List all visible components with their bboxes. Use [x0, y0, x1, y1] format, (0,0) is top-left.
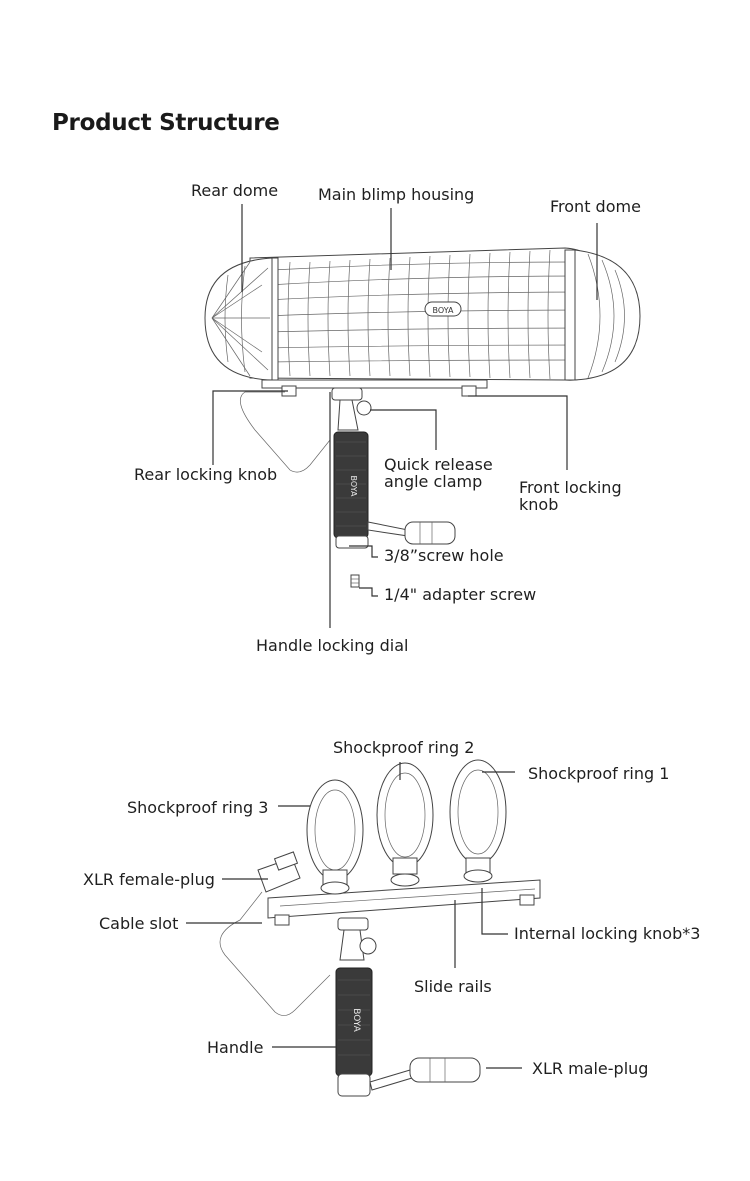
- rear-dome: [204, 257, 273, 381]
- label-rear-dome: Rear dome: [191, 181, 279, 200]
- cable-loop: [239, 391, 331, 473]
- shockproof-ring-1: [449, 759, 507, 883]
- diagram2-leader-lines: [186, 762, 522, 1069]
- xlr-female-plug: [257, 851, 301, 893]
- label-screw-hole: 3/8”screw hole: [384, 546, 504, 565]
- blimp-rail: [261, 379, 488, 389]
- blimp-brand-text: BOYA: [433, 306, 454, 315]
- diagram1-leader-lines: [212, 204, 598, 628]
- page-title: Product Structure: [52, 110, 280, 136]
- label-handle: Handle: [207, 1038, 264, 1057]
- main-blimp-housing: BOYA: [249, 247, 613, 381]
- label-xlr-female-plug: XLR female-plug: [83, 870, 215, 889]
- shockproof-ring-3: [306, 779, 364, 895]
- rail-end-knob-left: [274, 914, 290, 926]
- label-cable-slot: Cable slot: [99, 914, 179, 933]
- handle-assembly: BOYA: [331, 387, 456, 588]
- label-main-blimp-housing: Main blimp housing: [318, 185, 475, 204]
- label-quick-release-line2: angle clamp: [384, 472, 483, 491]
- label-front-locking-line1: Front locking: [519, 478, 622, 497]
- handle2-brand-text: BOYA: [351, 1008, 361, 1032]
- label-rear-locking-knob: Rear locking knob: [134, 465, 278, 484]
- front-locking-knob: [461, 385, 477, 397]
- label-internal-locking-knob: Internal locking knob*3: [514, 924, 701, 943]
- label-xlr-male-plug: XLR male-plug: [532, 1059, 649, 1078]
- rail-end-knob: [519, 894, 535, 906]
- handle-brand-text: BOYA: [349, 476, 358, 497]
- label-shockproof-ring-1: Shockproof ring 1: [528, 764, 670, 783]
- label-shockproof-ring-2: Shockproof ring 2: [333, 738, 475, 757]
- shockmount-illustration: BOYA: [219, 759, 541, 1097]
- shockproof-ring-2: [376, 762, 434, 887]
- label-handle-locking-dial: Handle locking dial: [256, 636, 409, 655]
- label-adapter-screw: 1/4" adapter screw: [384, 585, 537, 604]
- label-slide-rails: Slide rails: [414, 977, 492, 996]
- front-dome: [574, 249, 641, 381]
- label-shockproof-ring-3: Shockproof ring 3: [127, 798, 269, 817]
- label-front-dome: Front dome: [550, 197, 641, 216]
- label-front-locking-line2: knob: [519, 495, 559, 514]
- label-quick-release-line1: Quick release: [384, 455, 493, 474]
- shock-cable: [219, 891, 331, 1016]
- slide-rail: [267, 879, 541, 919]
